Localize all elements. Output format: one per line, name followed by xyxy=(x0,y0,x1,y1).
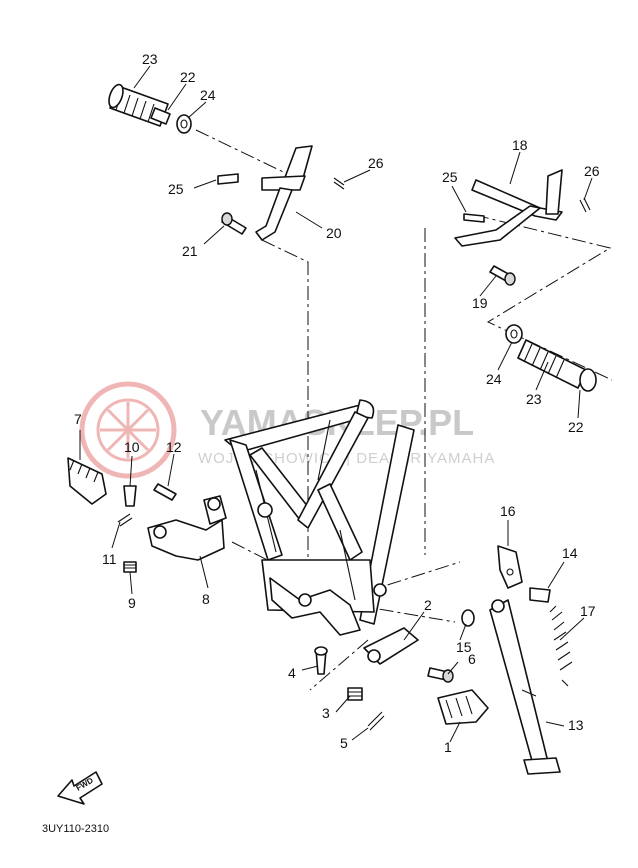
pillion-bracket-20 xyxy=(255,145,313,241)
callout-21: 21 xyxy=(182,243,198,259)
callout-8: 8 xyxy=(202,591,210,607)
callout-9: 9 xyxy=(128,595,136,611)
footrest-bracket-2 xyxy=(363,627,419,665)
bolt-14 xyxy=(529,587,551,603)
main-frame xyxy=(224,399,415,636)
callout-22-right: 22 xyxy=(568,419,584,435)
drawing-code: 3UY110-2310 xyxy=(42,823,109,835)
assembly-guide-lines xyxy=(195,129,613,691)
callout-18: 18 xyxy=(512,137,528,153)
bolt-6 xyxy=(427,667,454,683)
callout-13: 13 xyxy=(568,717,584,733)
pillion-bracket-18 xyxy=(454,169,563,247)
spring-9 xyxy=(123,561,137,573)
callout-25: 25 xyxy=(168,181,184,197)
bolt-25-left xyxy=(217,173,239,185)
callout-1: 1 xyxy=(444,739,452,755)
callout-7: 7 xyxy=(74,411,82,427)
spring-3 xyxy=(347,687,363,701)
fwd-arrow-icon: FWD xyxy=(57,771,103,805)
washer-24-left xyxy=(176,114,192,134)
bolt-19 xyxy=(489,265,516,286)
callout-26: 26 xyxy=(368,155,384,171)
pin-10 xyxy=(123,485,137,507)
callout-25-right: 25 xyxy=(442,169,458,185)
pillion-footpeg-right xyxy=(517,339,597,392)
cotter-pin-26-right xyxy=(579,197,591,213)
spring-17 xyxy=(549,605,573,687)
callout-23: 23 xyxy=(142,51,158,67)
sidestand-13 xyxy=(489,599,561,775)
callout-6: 6 xyxy=(468,651,476,667)
sidestand-bracket-16 xyxy=(497,545,523,589)
callout-10: 10 xyxy=(124,439,140,455)
washer-24-right xyxy=(505,324,523,344)
callout-14: 14 xyxy=(562,545,578,561)
footrest-7 xyxy=(67,457,107,505)
callout-24: 24 xyxy=(200,87,216,103)
callout-16: 16 xyxy=(500,503,516,519)
callout-labels: 23 22 24 25 26 20 21 18 25 26 19 24 23 2… xyxy=(74,51,600,755)
callout-2: 2 xyxy=(424,597,432,613)
callout-24-right: 24 xyxy=(486,371,502,387)
callout-3: 3 xyxy=(322,705,330,721)
callout-19: 19 xyxy=(472,295,488,311)
callout-4: 4 xyxy=(288,665,296,681)
cotter-pin-11 xyxy=(117,513,133,527)
cotter-pin-26-left xyxy=(333,177,345,190)
bolt-12 xyxy=(153,483,177,501)
pin-22-left xyxy=(150,107,171,125)
bolt-25-right xyxy=(463,213,485,223)
leader-lines xyxy=(79,65,593,743)
callout-5: 5 xyxy=(340,735,348,751)
footrest-1 xyxy=(437,689,489,725)
pin-4 xyxy=(314,646,328,675)
callout-23-right: 23 xyxy=(526,391,542,407)
cotter-pin-5 xyxy=(367,711,385,731)
callout-15: 15 xyxy=(456,639,472,655)
callout-22: 22 xyxy=(180,69,196,85)
bolt-21 xyxy=(221,212,247,235)
callout-20: 20 xyxy=(326,225,342,241)
callout-11: 11 xyxy=(102,551,117,567)
callout-17: 17 xyxy=(580,603,596,619)
watermark-logo xyxy=(79,381,177,479)
footrest-bracket-8 xyxy=(147,495,227,561)
callout-26-right: 26 xyxy=(584,163,600,179)
callout-12: 12 xyxy=(166,439,182,455)
collar-15 xyxy=(461,609,475,627)
